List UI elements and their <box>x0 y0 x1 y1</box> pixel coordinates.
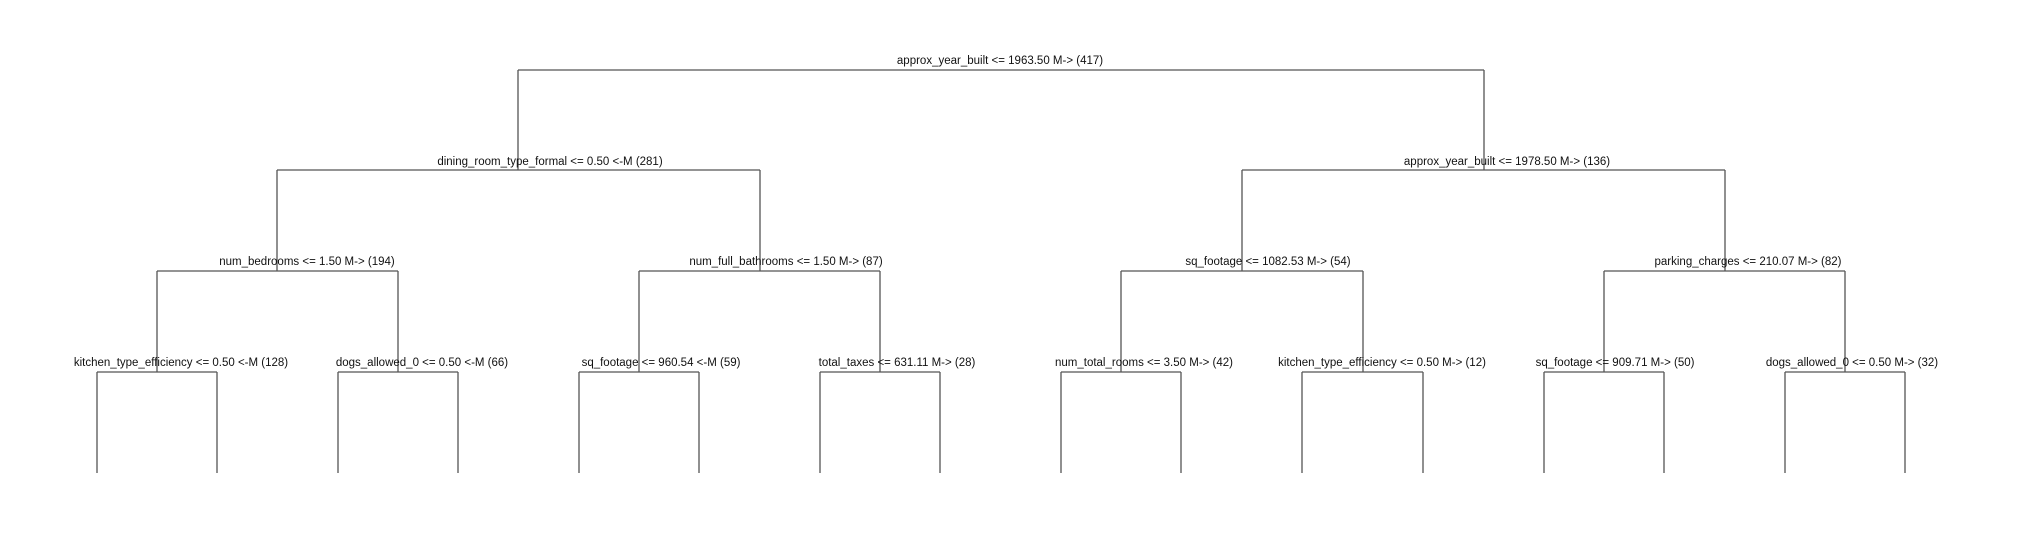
split-node-5-label: num_full_bathrooms <= 1.50 M-> (87) <box>689 256 883 268</box>
split-node-11-label: total_taxes <= 631.11 M-> (28) <box>819 357 976 369</box>
split-node-10-label: sq_footage <= 960.54 <-M (59) <box>582 357 741 369</box>
split-node-6-label: sq_footage <= 1082.53 M-> (54) <box>1185 256 1350 268</box>
split-node-14-branches <box>1543 371 1665 473</box>
split-node-15-branches <box>1784 371 1906 473</box>
split-node-7-label: parking_charges <= 210.07 M-> (82) <box>1655 256 1842 268</box>
split-node-8-label: kitchen_type_efficiency <= 0.50 <-M (128… <box>74 357 288 369</box>
split-node-6-branches <box>1120 270 1364 372</box>
split-node-4-label: num_bedrooms <= 1.50 M-> (194) <box>219 256 395 268</box>
split-node-2-label: dining_room_type_formal <= 0.50 <-M (281… <box>437 156 663 168</box>
split-node-9-branches <box>337 371 459 473</box>
split-node-12-label: num_total_rooms <= 3.50 M-> (42) <box>1055 357 1233 369</box>
split-node-5-branches <box>638 270 881 372</box>
split-node-3-branches <box>1241 169 1726 271</box>
split-node-3-label: approx_year_built <= 1978.50 M-> (136) <box>1404 156 1610 168</box>
split-node-9-label: dogs_allowed_0 <= 0.50 <-M (66) <box>336 357 508 369</box>
split-node-14-label: sq_footage <= 909.71 M-> (50) <box>1536 357 1695 369</box>
split-node-13-branches <box>1301 371 1424 473</box>
split-node-4-branches <box>156 270 399 372</box>
split-node-1-label: approx_year_built <= 1963.50 M-> (417) <box>897 55 1103 67</box>
split-node-13-label: kitchen_type_efficiency <= 0.50 M-> (12) <box>1278 357 1486 369</box>
split-node-2-branches <box>276 169 761 271</box>
split-node-8-branches <box>96 371 218 473</box>
node-labels: approx_year_built <= 1963.50 M-> (417) d… <box>74 55 1938 369</box>
split-node-7-branches <box>1603 270 1846 372</box>
split-node-1-branches <box>517 69 1485 170</box>
split-node-15-label: dogs_allowed_0 <= 0.50 M-> (32) <box>1766 357 1938 369</box>
split-node-12-branches <box>1060 371 1182 473</box>
split-node-10-branches <box>578 371 700 473</box>
split-node-11-branches <box>819 371 941 473</box>
